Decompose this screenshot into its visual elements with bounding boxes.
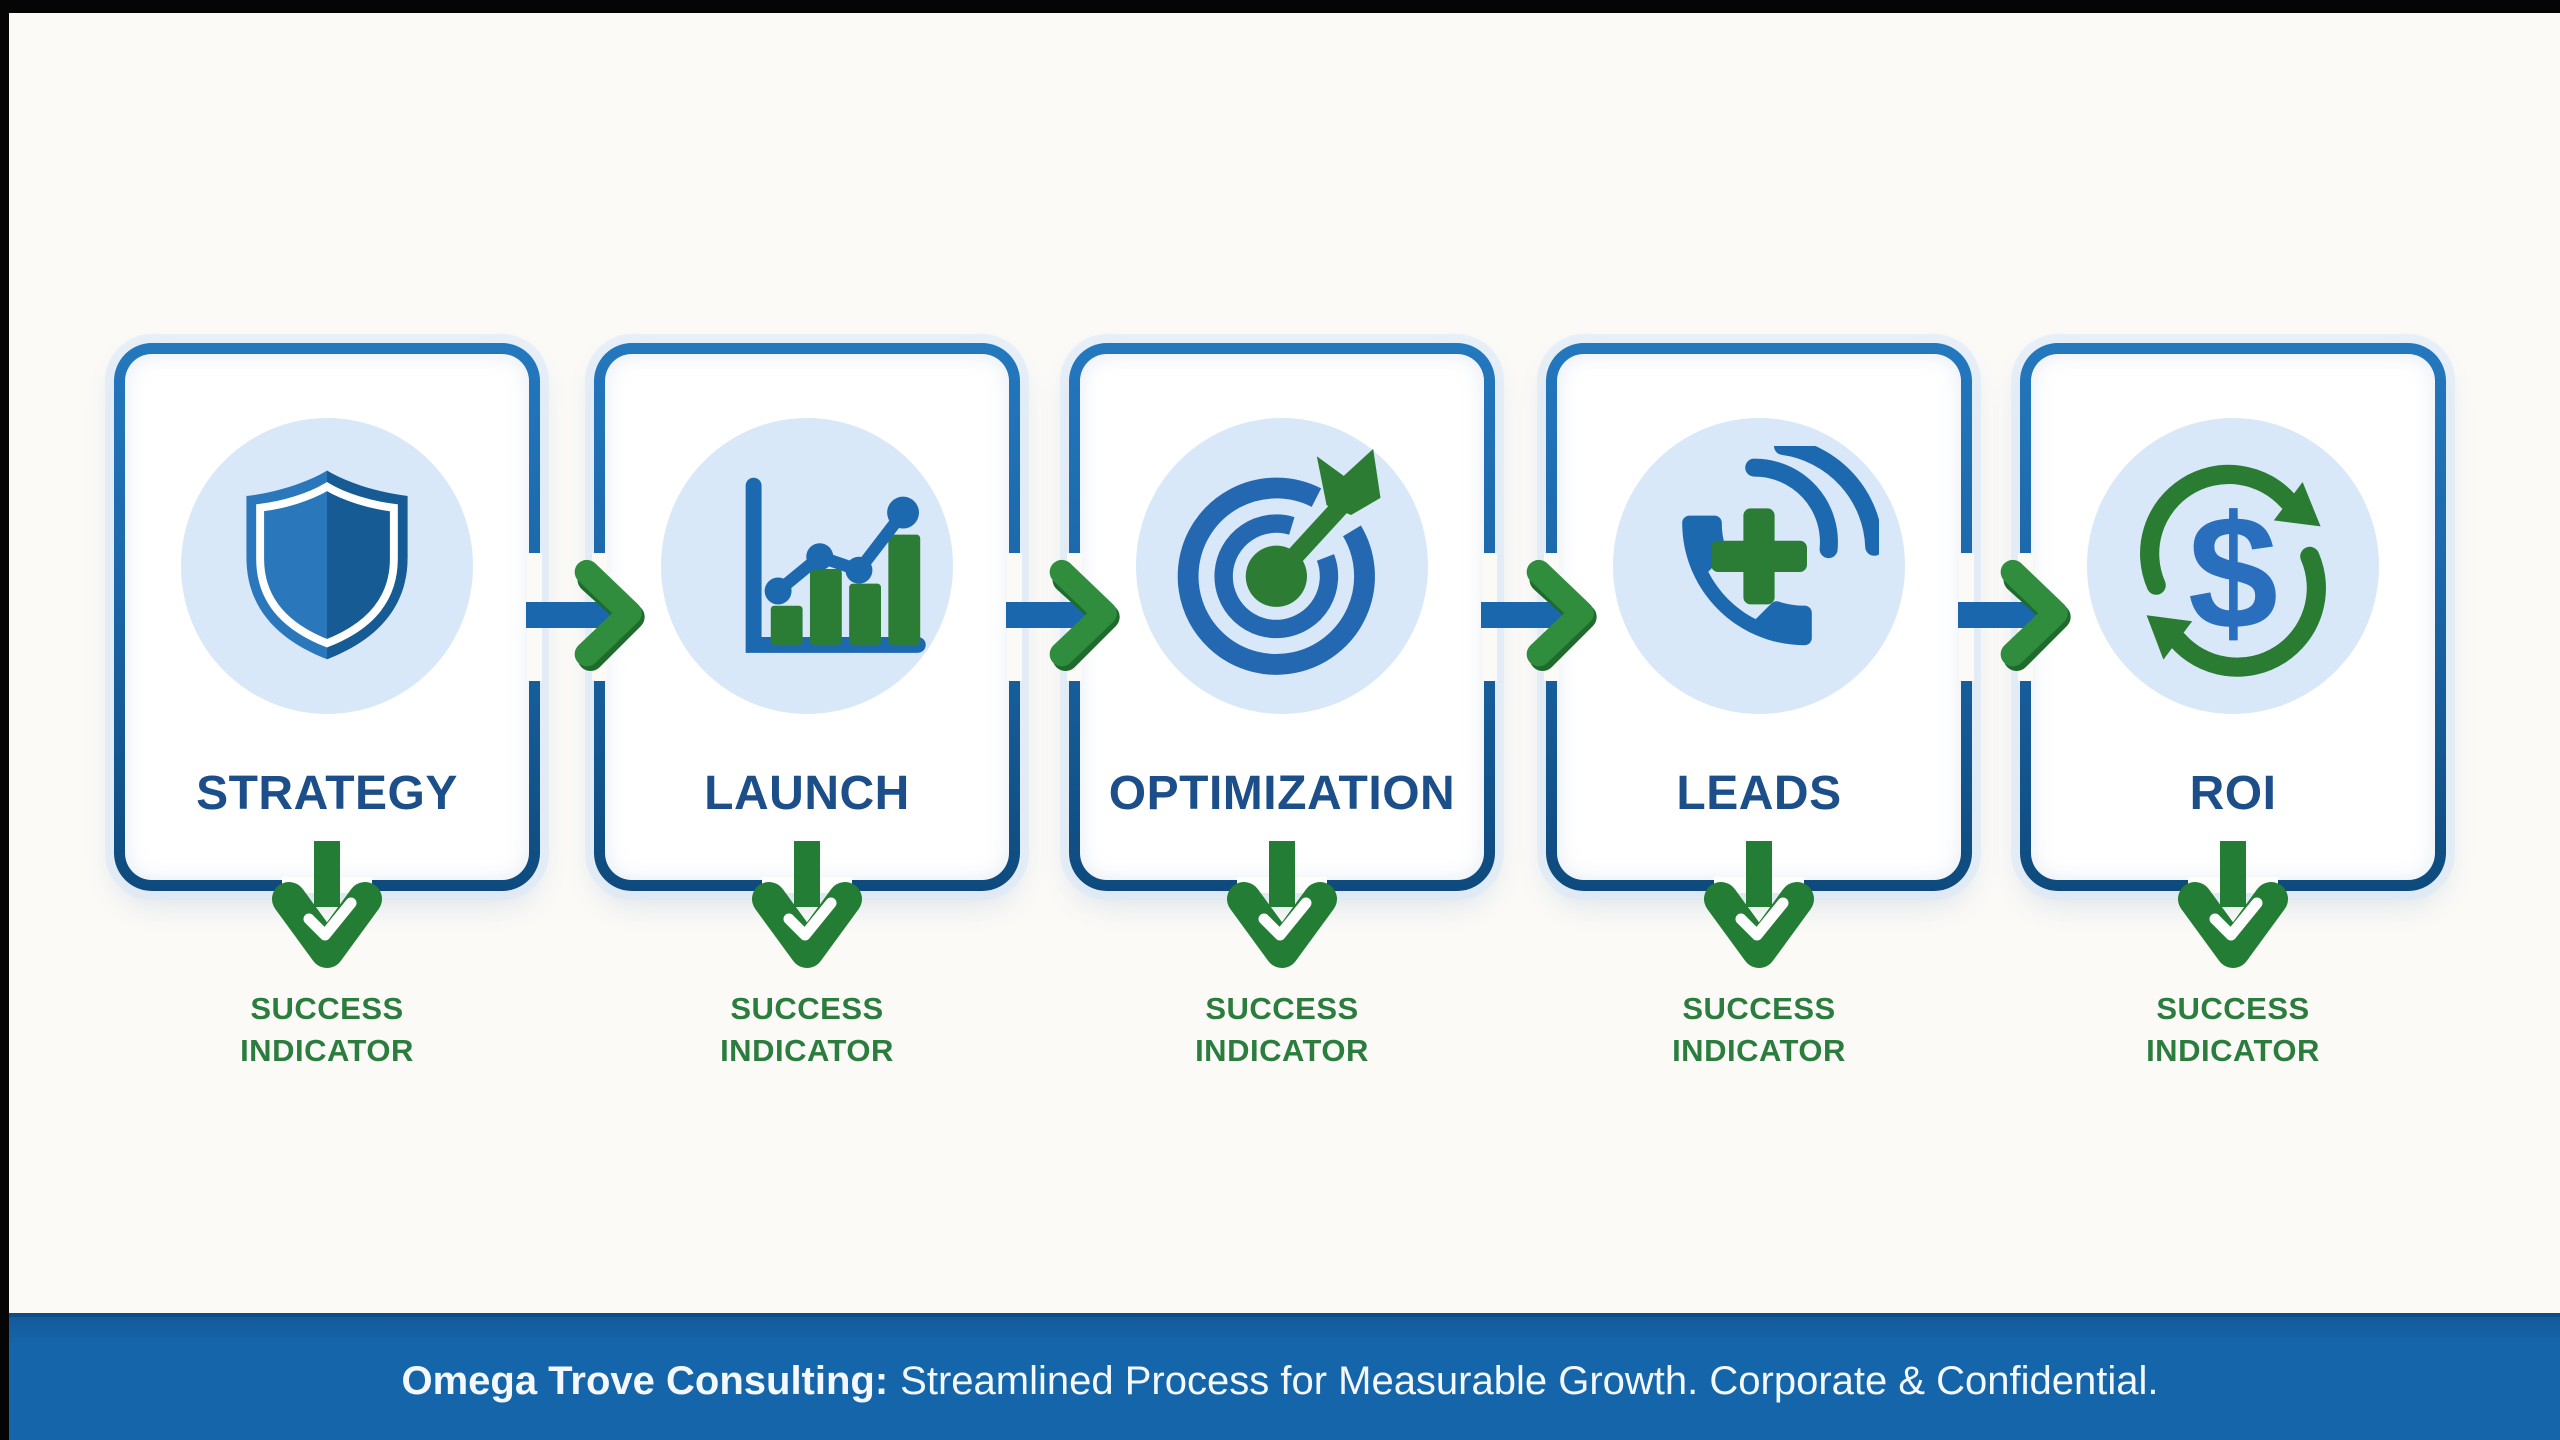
down-arrow-check-icon	[1227, 841, 1337, 968]
step-title: ROI	[2189, 767, 2277, 820]
card-face: $ ROI	[2031, 354, 2435, 880]
step-title: STRATEGY	[196, 767, 458, 820]
icon-circle	[181, 418, 473, 714]
shield-icon	[246, 470, 408, 660]
success-indicator-label: SUCCESS INDICATOR	[1672, 991, 1846, 1068]
chevron-right-arrow-icon	[1049, 559, 1120, 672]
card-roi: $ ROI	[2020, 343, 2446, 893]
step-leads: LEADS SUCCESS INDICATOR	[1546, 343, 1972, 1133]
success-indicator-label: SUCCESS INDICATOR	[1195, 991, 1369, 1068]
card-strategy: STRATEGY	[114, 343, 540, 893]
down-arrow-check-icon	[272, 841, 382, 968]
down-arrow-check-icon	[2178, 841, 2288, 968]
step-title: OPTIMIZATION	[1108, 767, 1456, 820]
step-title: LAUNCH	[704, 767, 910, 820]
card-face: STRATEGY	[125, 354, 529, 880]
letterbox-top-bar	[0, 0, 2560, 13]
step-launch: LAUNCH SUCCESS INDICATOR	[594, 343, 1020, 1133]
step-title: LEADS	[1676, 767, 1842, 820]
success-indicator-label: SUCCESS INDICATOR	[240, 991, 414, 1068]
card-leads: LEADS	[1546, 343, 1972, 893]
card-optimization: OPTIMIZATION	[1069, 343, 1495, 893]
footer-brand: Omega Trove Consulting:	[401, 1359, 889, 1403]
footer-tagline: Streamlined Process for Measurable Growt…	[900, 1359, 2159, 1403]
icon-circle: $	[2087, 418, 2379, 714]
down-arrow-check-icon	[1704, 841, 1814, 968]
success-indicator-label: SUCCESS INDICATOR	[720, 991, 894, 1068]
down-arrow-check-icon	[752, 841, 862, 968]
success-indicator-label: SUCCESS INDICATOR	[2146, 991, 2320, 1068]
dollar-cycle-icon: $	[2140, 464, 2326, 677]
chevron-right-arrow-icon	[1526, 559, 1597, 672]
step-roi: $ ROI SUCCESS INDICATOR	[2020, 343, 2446, 1133]
chevron-right-arrow-icon	[2000, 559, 2071, 672]
target-dart-icon	[1177, 448, 1380, 675]
footer-banner: Omega Trove Consulting: Streamlined Proc…	[0, 1313, 2560, 1440]
growth-chart-icon	[745, 477, 926, 653]
icon-circle	[1136, 418, 1428, 714]
card-face: OPTIMIZATION	[1080, 354, 1484, 880]
card-face: LEADS	[1557, 354, 1961, 880]
card-face: LAUNCH	[605, 354, 1009, 880]
svg-text:$: $	[2188, 482, 2278, 663]
phone-add-call-icon	[1682, 446, 1879, 646]
icon-circle	[661, 418, 953, 714]
letterbox-left-bar	[0, 0, 9, 1440]
icon-circle	[1613, 418, 1905, 714]
chevron-right-arrow-icon	[574, 559, 645, 672]
card-launch: LAUNCH	[594, 343, 1020, 893]
step-optimization: OPTIMIZATION SUCCESS INDICATOR	[1069, 343, 1495, 1133]
step-strategy: STRATEGY SUCCESS INDICATOR	[114, 343, 540, 1133]
